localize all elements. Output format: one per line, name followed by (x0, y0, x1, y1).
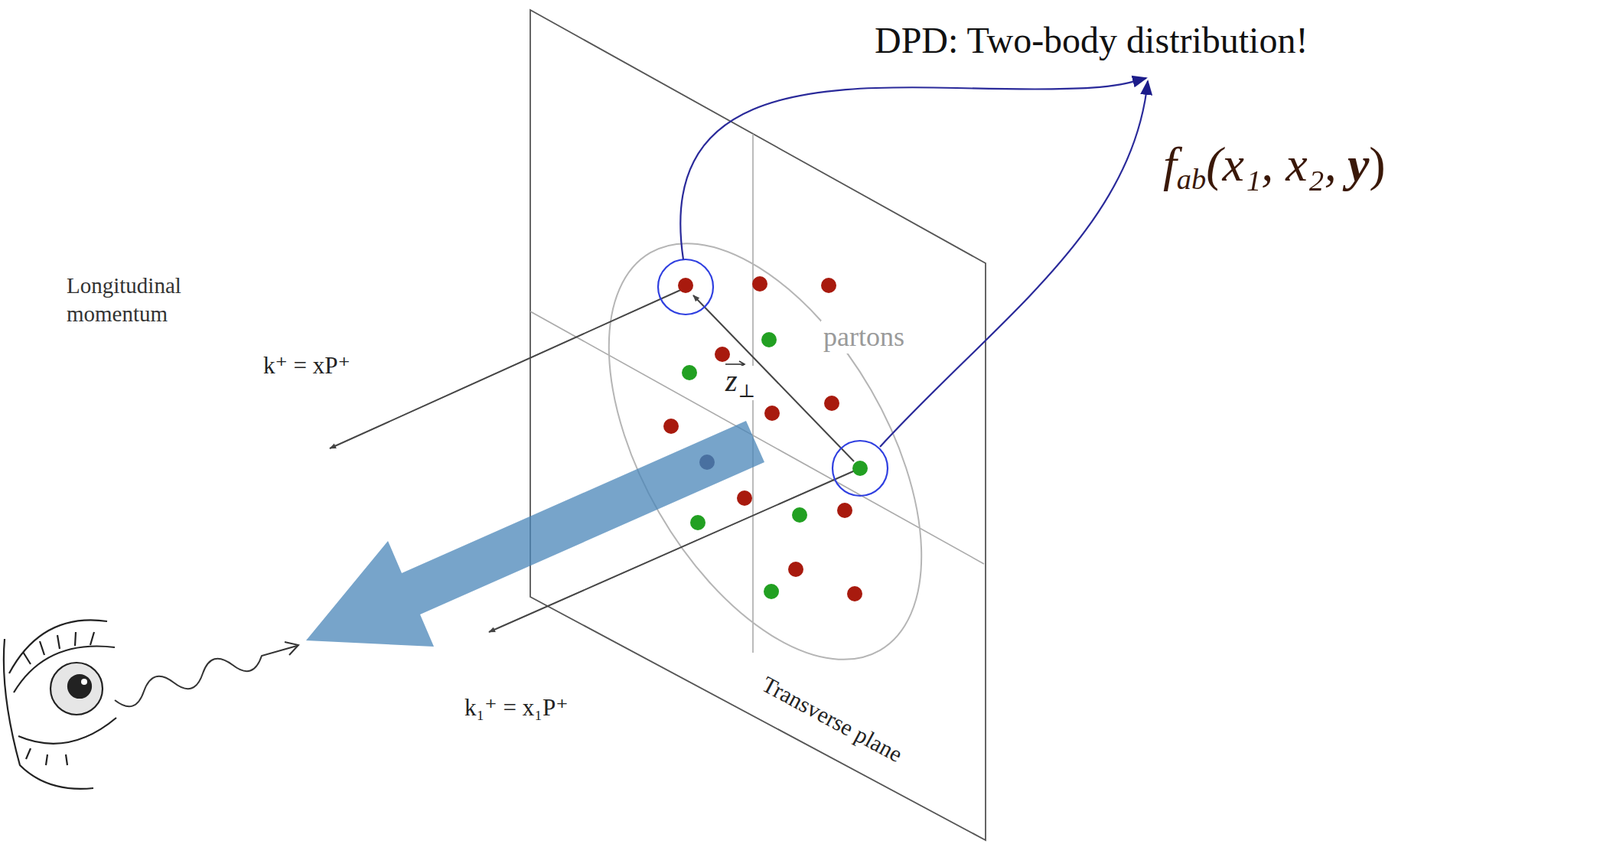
vector-subscript: ⊥ (738, 381, 757, 401)
parton-dot (837, 502, 853, 519)
parton-dot (788, 561, 804, 577)
eye-sketch (18, 717, 117, 744)
eye-sketch (3, 619, 117, 789)
axis-label-group: Longitudinal momentum (66, 271, 243, 330)
formula-bracket: ) (1368, 136, 1385, 192)
plane-label-group: Transverse plane (756, 670, 907, 769)
parton-dot (752, 276, 768, 292)
transverse-plane (530, 9, 986, 841)
parton-dot (681, 364, 698, 381)
parton-dot (663, 418, 679, 434)
plane-label: Transverse plane (757, 671, 906, 767)
momentum-label: k₁⁺ = x₁P⁺ (464, 694, 569, 721)
momentum-label: k⁺ = xP⁺ (263, 351, 351, 379)
axis-label: Longitudinal momentum (66, 273, 182, 327)
parton-dot (736, 490, 753, 506)
pointer-curve (680, 78, 1147, 260)
highlight-circle (832, 440, 888, 496)
parton-dot (791, 507, 808, 523)
momentum-arrow (329, 287, 686, 449)
region-label: partons (823, 321, 905, 352)
formula-symbol: f (1163, 136, 1177, 192)
region-label-group: partons (821, 320, 907, 354)
vector-label-group: z⊥ (723, 365, 757, 401)
eye-sketch (22, 632, 95, 665)
eye-sketch (81, 678, 88, 685)
parton-dot (824, 395, 840, 411)
proton-outline (544, 191, 986, 712)
pointer-curve (879, 81, 1148, 447)
formula-argument: y (1347, 136, 1369, 192)
eye-sketch (50, 662, 103, 715)
parton-dot (821, 277, 837, 294)
parton-dot (714, 346, 730, 362)
parton-dot (761, 332, 777, 348)
highlight-circle (658, 259, 714, 315)
eye-sketch (26, 748, 68, 766)
formula-subscript: ab (1176, 162, 1206, 196)
formula-argument: (x₁, x₂, (1205, 136, 1337, 192)
annotation-text: DPD: Two-body distribution! (874, 19, 1308, 61)
vector-symbol: z (725, 363, 738, 398)
parton-dot (690, 514, 706, 531)
parton-dot (847, 586, 863, 602)
parton-dot (763, 583, 779, 600)
view-arrow (306, 420, 765, 647)
annotation-heading-group: DPD: Two-body distribution! (874, 18, 1308, 63)
parton-dot (852, 460, 868, 476)
photon-wave (114, 645, 297, 707)
momentum-label-group: k⁺ = xP⁺ (263, 351, 351, 380)
momentum-label-group: k₁⁺ = x₁P⁺ (464, 693, 569, 722)
formula-group: fab(x₁, x₂,y) (1163, 132, 1386, 199)
parton-dot (764, 405, 780, 421)
photon-wave (284, 641, 299, 655)
parton-dot (677, 277, 694, 294)
eye-sketch (68, 674, 92, 698)
